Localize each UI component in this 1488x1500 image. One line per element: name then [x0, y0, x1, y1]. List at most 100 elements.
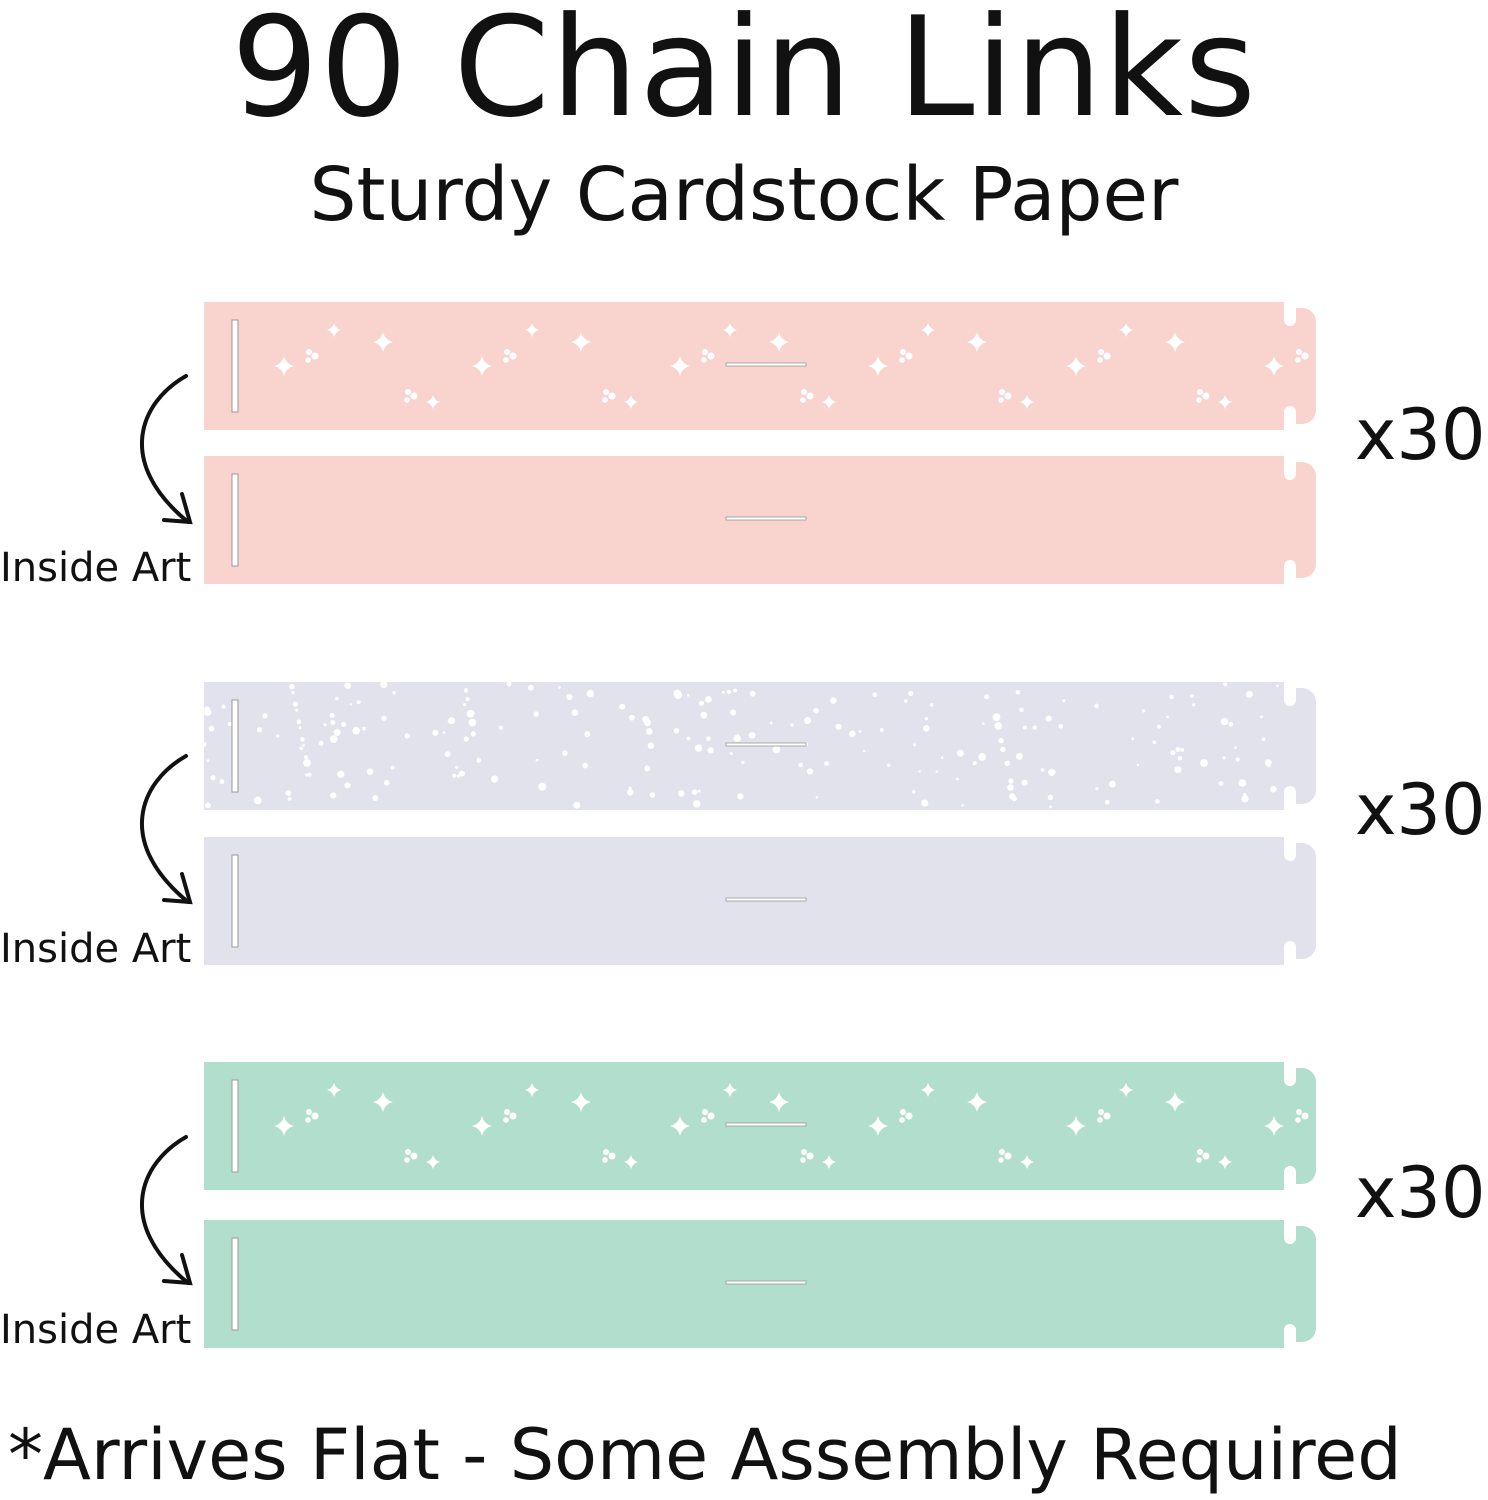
- dot-pattern: [1062, 699, 1066, 703]
- sparkle-pattern: [327, 1083, 341, 1097]
- dot-pattern: [344, 682, 352, 689]
- dot-cluster: [1295, 357, 1301, 363]
- sparkle-pattern: [472, 356, 492, 376]
- dot-pattern: [1141, 709, 1146, 713]
- dot-pattern: [1245, 690, 1253, 698]
- sparkle-pattern: [624, 1155, 638, 1169]
- dot-pattern: [390, 765, 395, 770]
- dot-pattern: [227, 721, 233, 727]
- dot-pattern: [1234, 746, 1237, 750]
- dot-pattern: [335, 696, 339, 701]
- dot-pattern: [1177, 756, 1183, 761]
- dot-cluster: [806, 392, 814, 400]
- dot-pattern: [303, 755, 308, 760]
- dot-cluster: [311, 1112, 319, 1120]
- dot-cluster: [1098, 349, 1104, 355]
- dot-pattern: [735, 736, 741, 742]
- dot-pattern: [287, 797, 292, 801]
- dot-pattern: [299, 746, 304, 751]
- dot-pattern: [1009, 793, 1016, 800]
- dot-pattern: [253, 796, 262, 805]
- dot-pattern: [506, 682, 512, 687]
- sparkle-pattern: [1264, 1116, 1284, 1136]
- dot-pattern: [921, 799, 929, 807]
- dot-cluster: [1197, 389, 1203, 395]
- sparkle-pattern: [868, 1116, 888, 1136]
- dot-cluster: [1097, 1117, 1103, 1123]
- chain-link-outside-pink: [204, 302, 1316, 430]
- dot-pattern: [257, 727, 263, 733]
- dot-pattern: [835, 723, 842, 730]
- dot-pattern: [1166, 715, 1169, 719]
- dot-pattern: [1264, 759, 1272, 767]
- dot-pattern: [887, 763, 891, 767]
- dot-pattern: [1040, 768, 1045, 772]
- dot-pattern: [356, 700, 361, 705]
- dot-pattern: [291, 690, 295, 695]
- dot-pattern: [935, 770, 938, 773]
- dot-cluster: [998, 1157, 1004, 1163]
- dot-pattern: [1004, 760, 1011, 767]
- dot-pattern: [384, 779, 390, 786]
- dot-pattern: [644, 765, 651, 772]
- dot-cluster: [405, 1149, 411, 1155]
- horizontal-slot: [725, 362, 807, 367]
- vertical-slot: [231, 699, 239, 793]
- chain-link-outside-mint: [204, 1062, 1316, 1190]
- dot-pattern: [904, 699, 908, 703]
- dot-pattern: [444, 751, 451, 757]
- dot-pattern: [1152, 740, 1157, 745]
- sparkle-pattern: [571, 332, 591, 352]
- dot-pattern: [573, 801, 581, 809]
- dot-pattern: [352, 727, 360, 735]
- dot-cluster: [509, 1112, 517, 1120]
- dot-pattern: [1008, 778, 1014, 784]
- dot-pattern: [686, 736, 691, 741]
- dot-pattern: [647, 742, 655, 749]
- dot-pattern: [1131, 737, 1135, 741]
- dot-cluster: [1202, 1152, 1210, 1160]
- vertical-slot: [231, 1237, 239, 1331]
- dot-cluster: [999, 1149, 1005, 1155]
- dot-pattern: [1169, 694, 1174, 700]
- dot-pattern: [1228, 721, 1234, 727]
- dot-pattern: [912, 790, 916, 794]
- dot-cluster: [1098, 1109, 1104, 1115]
- dot-cluster: [603, 389, 609, 395]
- sparkle-pattern: [1066, 356, 1086, 376]
- dot-cluster: [899, 357, 905, 363]
- dot-cluster: [801, 1149, 807, 1155]
- dot-pattern: [455, 765, 459, 769]
- dot-cluster: [306, 349, 312, 355]
- sparkle-pattern: [1119, 323, 1133, 337]
- dot-pattern: [1267, 764, 1271, 768]
- sparkle-pattern: [327, 323, 341, 337]
- sparkle-pattern: [1165, 1092, 1185, 1112]
- dot-pattern: [562, 750, 568, 756]
- dot-pattern: [730, 709, 736, 716]
- dot-pattern: [285, 790, 292, 796]
- dot-pattern: [913, 743, 916, 747]
- dot-pattern: [798, 762, 803, 768]
- dot-cluster: [999, 389, 1005, 395]
- dot-pattern: [404, 733, 410, 739]
- dot-pattern: [706, 736, 711, 741]
- horizontal-slot: [725, 897, 807, 902]
- dot-cluster: [503, 1117, 509, 1123]
- dot-pattern: [318, 740, 324, 746]
- dot-pattern: [1243, 793, 1247, 797]
- dot-pattern: [1170, 750, 1176, 756]
- dot-pattern: [206, 759, 210, 763]
- dot-cluster: [1103, 352, 1111, 360]
- chain-link-inside-mint: [204, 1220, 1316, 1348]
- dot-pattern: [380, 682, 388, 688]
- sparkle-pattern: [723, 1083, 737, 1097]
- sparkle-pattern: [822, 1155, 836, 1169]
- dot-cluster: [504, 1109, 510, 1115]
- dot-cluster: [800, 397, 806, 403]
- dot-pattern: [1095, 787, 1099, 791]
- dot-cluster: [1103, 1112, 1111, 1120]
- dot-pattern: [673, 689, 682, 698]
- dot-pattern: [1047, 794, 1054, 801]
- sparkle-pattern: [274, 356, 294, 376]
